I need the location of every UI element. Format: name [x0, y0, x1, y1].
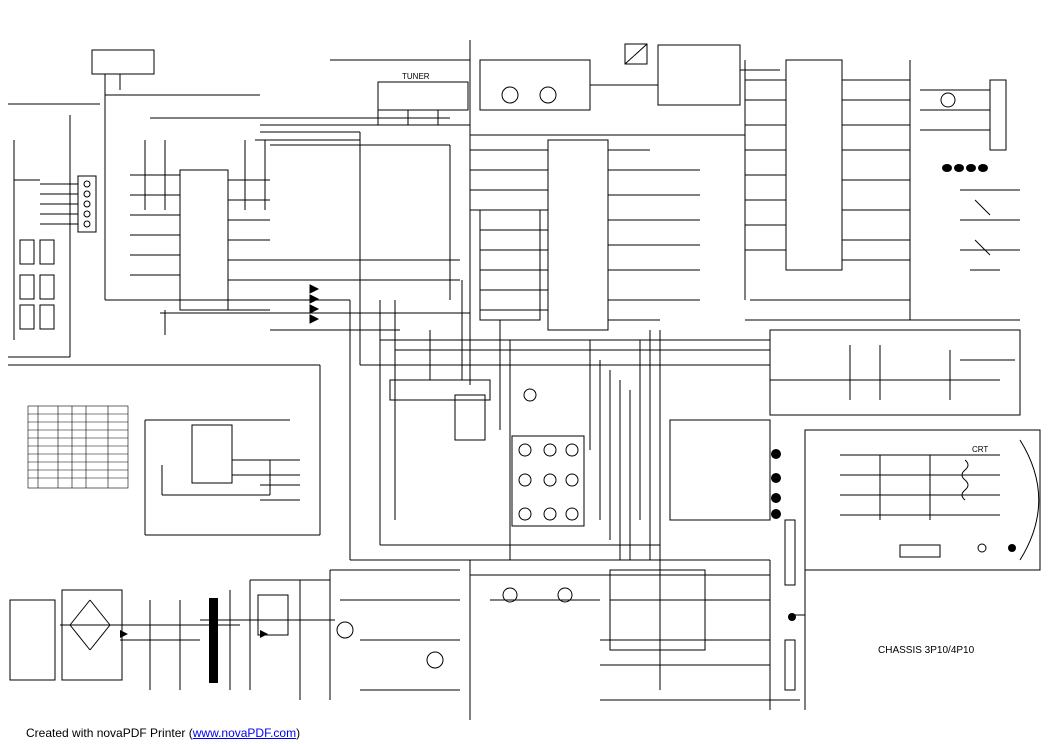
main-buses	[150, 117, 471, 560]
footer-suffix: )	[296, 726, 301, 740]
crt-pin-ring	[977, 543, 987, 553]
power-ic-pins	[120, 630, 268, 638]
key-buttons	[942, 164, 988, 172]
audio-ic	[130, 140, 300, 335]
audio-amp	[389, 379, 537, 441]
smps-section	[9, 569, 460, 700]
tuner-module	[330, 40, 471, 125]
diode-array	[309, 284, 320, 324]
footer-prefix: Created with novaPDF Printer (	[26, 726, 193, 740]
center-interconnects	[350, 280, 770, 561]
vertical-output-stage	[769, 329, 1021, 416]
tuner-label: TUNER	[402, 72, 430, 81]
crt-board	[804, 429, 1041, 571]
footer-link[interactable]: www.novaPDF.com	[192, 726, 297, 740]
mcu-ic	[745, 59, 1020, 321]
remote-section	[960, 189, 1020, 271]
memory-ic	[144, 419, 320, 536]
chassis-terminal	[788, 613, 796, 621]
rear-av-jacks	[771, 449, 781, 519]
crt-label: CRT	[972, 445, 988, 454]
chassis-frame	[769, 560, 806, 710]
option-table	[27, 405, 129, 489]
left-block-frame	[8, 103, 321, 535]
left-connector	[13, 140, 97, 340]
av-connector	[669, 419, 796, 691]
keypad-section	[920, 79, 1007, 151]
if-stage	[479, 43, 780, 111]
power-supply-center	[469, 560, 800, 720]
jungle-ic	[470, 60, 746, 331]
chassis-label: CHASSIS 3P10/4P10	[878, 645, 975, 656]
footer-credit: Created with novaPDF Printer (www.novaPD…	[26, 726, 300, 740]
av-jacks	[511, 435, 585, 527]
crt-pins	[1008, 544, 1016, 552]
smps-transformer-core	[209, 598, 218, 683]
